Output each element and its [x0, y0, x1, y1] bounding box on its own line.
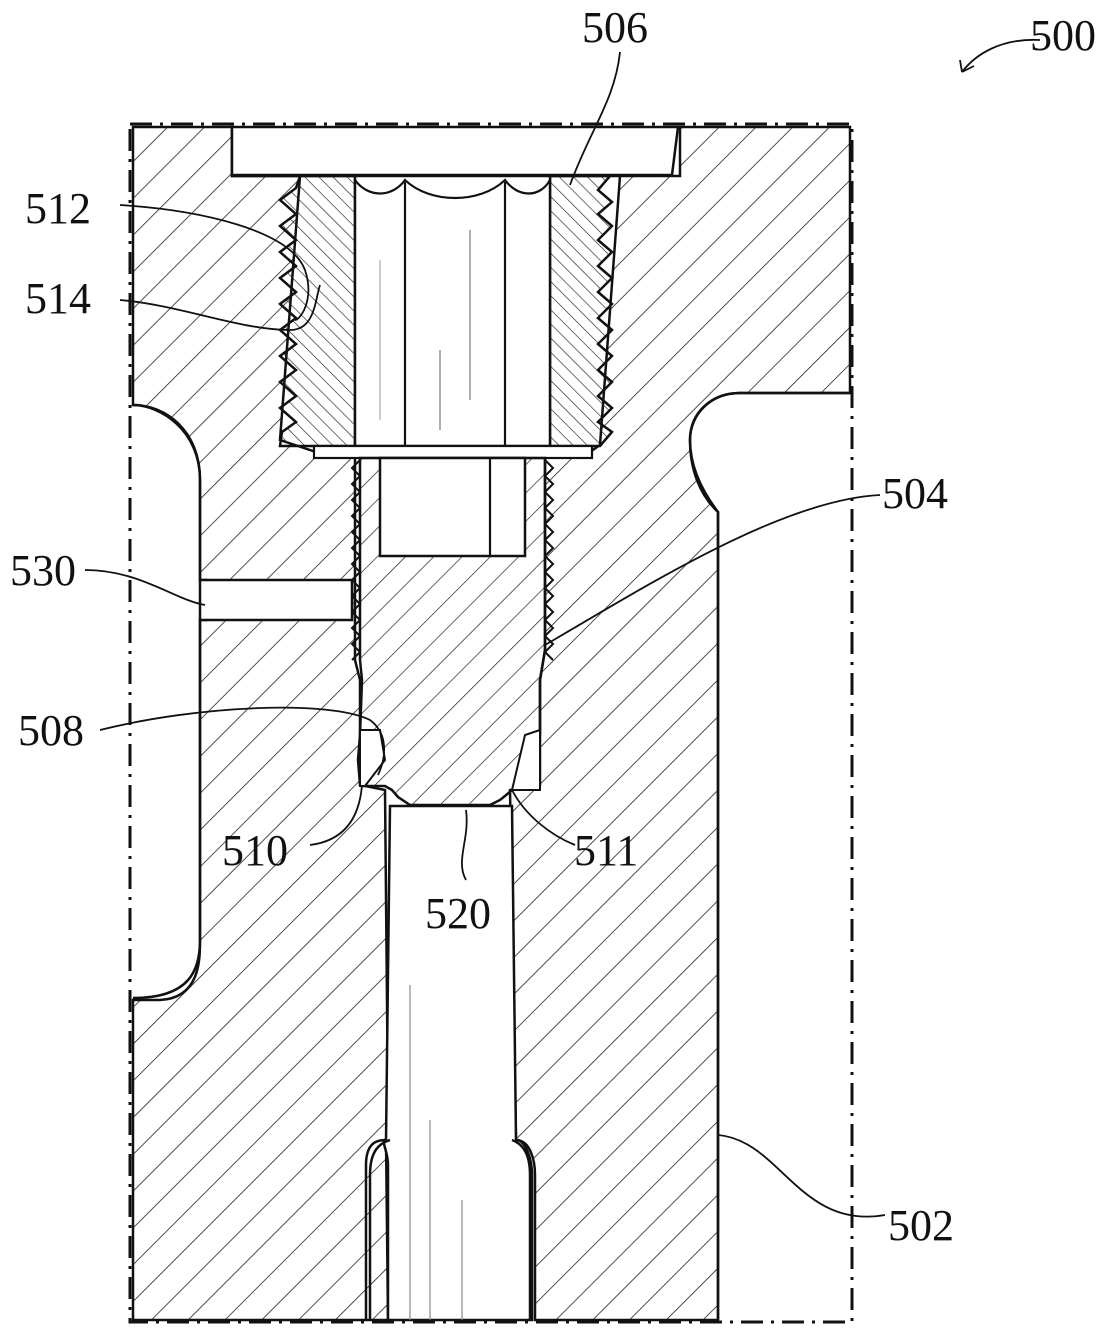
retainer-506	[280, 176, 355, 446]
central-bore	[384, 806, 532, 1320]
insert-socket	[380, 458, 525, 556]
label-514: 514	[25, 274, 91, 323]
label-511: 511	[574, 826, 638, 875]
label-508: 508	[18, 706, 84, 755]
cap-head	[232, 127, 678, 175]
label-506: 506	[582, 3, 648, 52]
label-504: 504	[882, 469, 948, 518]
label-510: 510	[222, 826, 288, 875]
label-520: 520	[425, 889, 491, 938]
label-502: 502	[888, 1201, 954, 1250]
washer-plate	[314, 446, 592, 458]
retainer-506-right	[550, 176, 612, 446]
side-port-530	[200, 580, 352, 620]
retainer-bore	[355, 176, 550, 446]
label-512: 512	[25, 184, 91, 233]
label-530: 530	[10, 546, 76, 595]
label-500: 500	[1030, 11, 1096, 60]
